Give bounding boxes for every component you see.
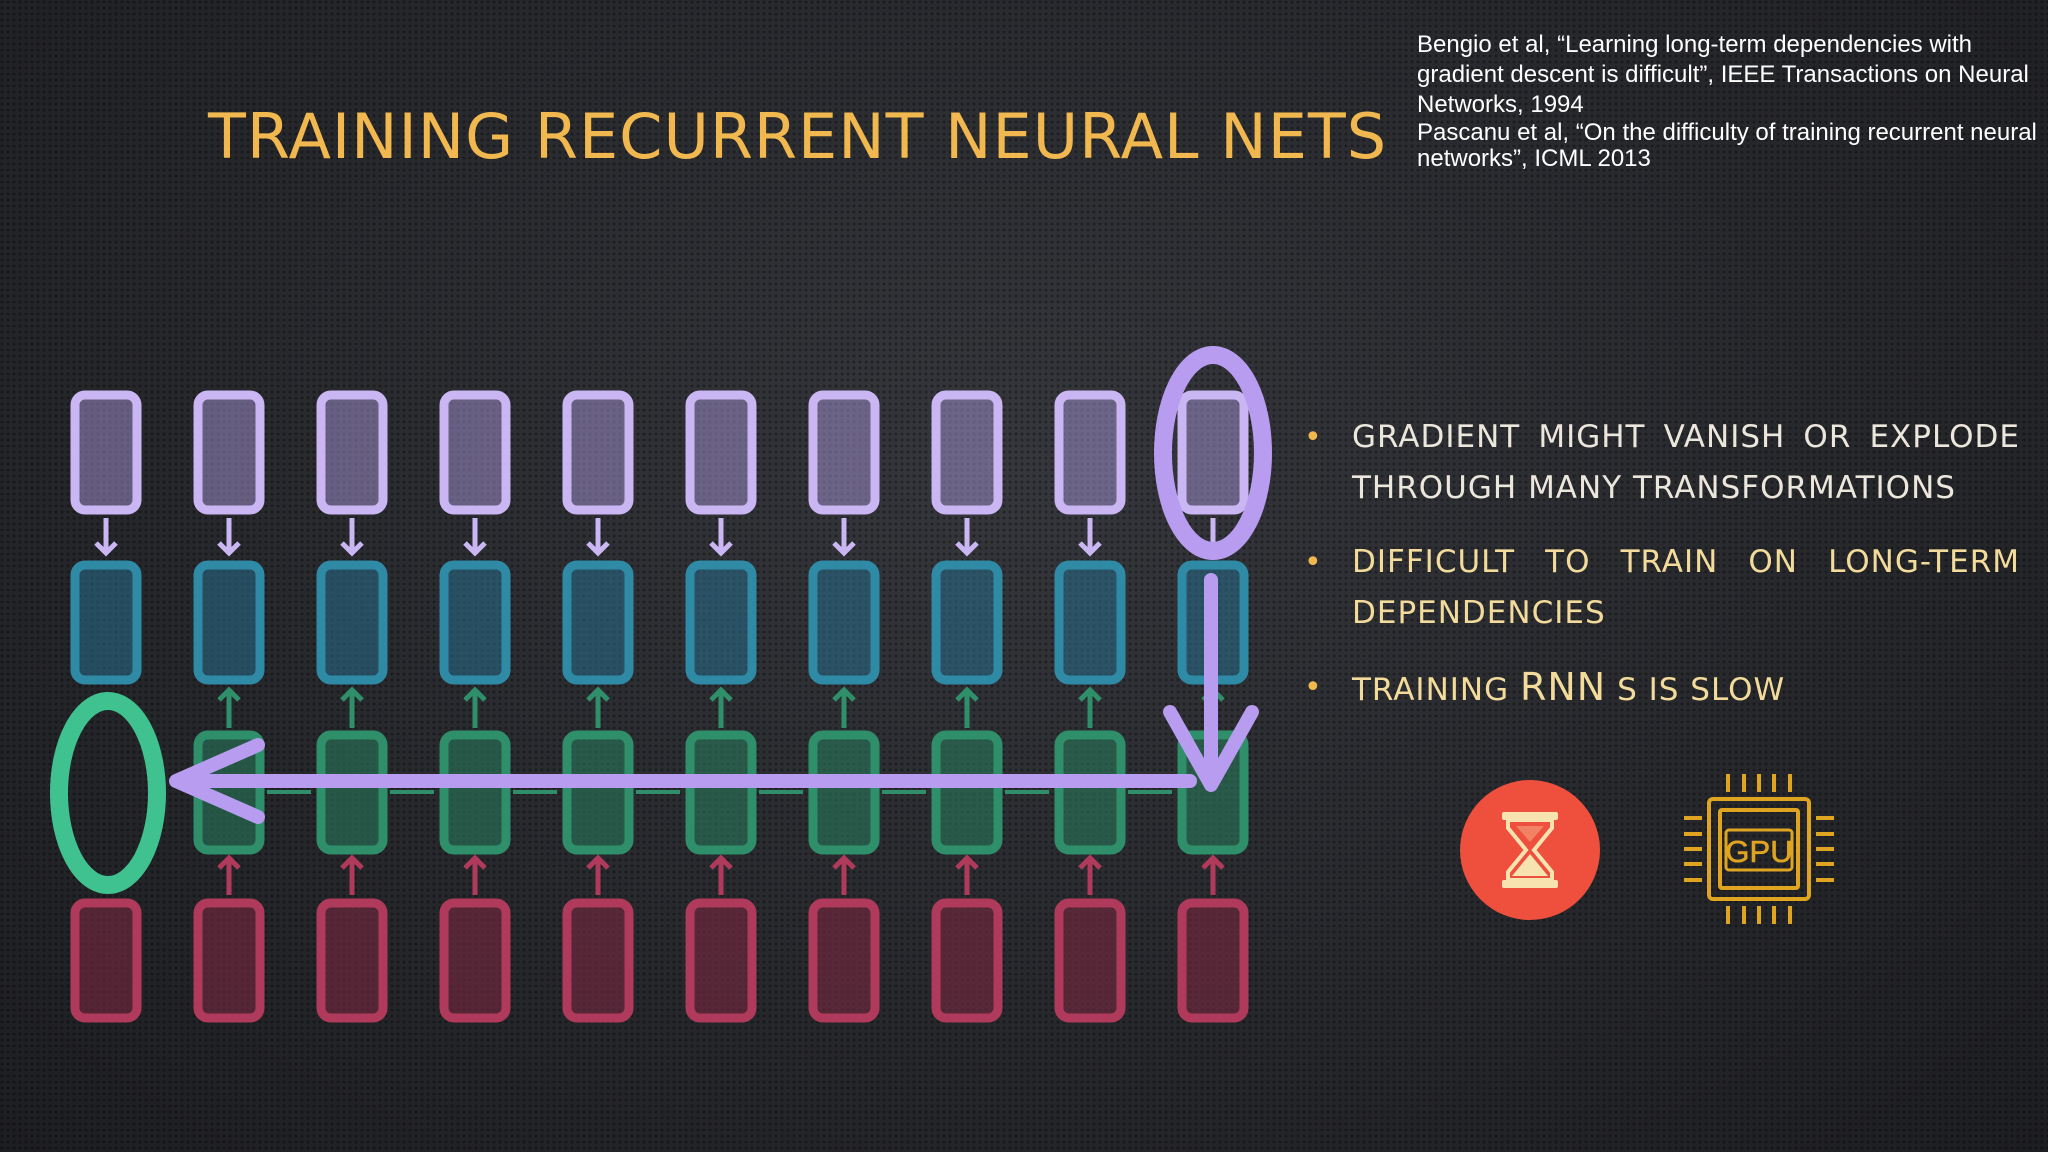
references: Bengio et al, “Learning long-term depend… [1417,30,2037,172]
output-cell [1177,390,1249,515]
bullet-marker: • [1304,420,1323,455]
up-arrow-icon [955,686,979,728]
bullet-list: • GRADIENT MIGHT VANISH OR EXPLODE THROU… [1300,412,2020,739]
state-cell [562,730,634,855]
state-cell [931,730,1003,855]
output-cell [1054,390,1126,515]
down-arrow-icon [586,518,610,557]
hidden-cell [439,560,511,685]
up-arrow-icon [586,686,610,728]
input-cell [439,898,511,1023]
state-cell [685,730,757,855]
up-arrow-icon [709,686,733,728]
hidden-cell [808,560,880,685]
up-arrow-icon [463,854,487,895]
up-arrow-icon [217,854,241,895]
up-arrow-icon [832,854,856,895]
hidden-cell [316,560,388,685]
bullet-item: • GRADIENT MIGHT VANISH OR EXPLODE THROU… [1300,412,2020,514]
highlight-end-ring [50,692,166,894]
bullet-marker: • [1304,545,1323,580]
output-cell [808,390,880,515]
down-arrow-icon [709,518,733,557]
input-cell [193,898,265,1023]
reference-bengio: Bengio et al, “Learning long-term depend… [1417,31,2029,118]
output-cell [316,390,388,515]
up-arrow-icon [1078,686,1102,728]
state-cell [316,730,388,855]
hidden-cell [1054,560,1126,685]
output-cell [685,390,757,515]
bullet-text-slow: TRAINING RNN S IS SLOW [1352,665,1786,709]
rnn-unrolled-diagram [50,346,1272,1023]
up-arrow-icon [463,686,487,728]
bullet-marker: • [1304,670,1323,705]
up-arrow-icon [217,686,241,728]
up-arrow-icon [1078,854,1102,895]
up-arrow-icon [340,686,364,728]
hidden-cell [70,560,142,685]
state-cell [1054,730,1126,855]
state-cell [808,730,880,855]
up-arrow-icon [832,686,856,728]
hidden-cell [685,560,757,685]
output-cell [931,390,1003,515]
hidden-cell [562,560,634,685]
input-cell [808,898,880,1023]
slide-title: TRAINING RECURRENT NEURAL NETS [208,100,1388,173]
down-arrow-icon [94,518,118,557]
down-arrow-icon [955,518,979,557]
input-cell [1054,898,1126,1023]
input-cell [931,898,1003,1023]
down-arrow-icon [340,518,364,557]
bullet-text-long-term: DIFFICULT TO TRAIN ON LONG-TERM DEPENDEN… [1352,544,2020,631]
input-cell [316,898,388,1023]
hourglass-icon [1460,780,1600,920]
output-cell [439,390,511,515]
gpu-chip-icon: GPU [1684,774,1834,924]
down-arrow-icon [463,518,487,557]
input-cell [562,898,634,1023]
up-arrow-icon [586,854,610,895]
bullet-item: • TRAINING RNN S IS SLOW [1300,662,2020,716]
output-cell [70,390,142,515]
output-cell [562,390,634,515]
hidden-cell [931,560,1003,685]
down-arrow-icon [1078,518,1102,557]
output-cell [193,390,265,515]
up-arrow-icon [1201,854,1225,895]
reference-pascanu: Pascanu et al, “On the difficulty of tra… [1417,119,2037,172]
left-arrowhead [169,738,265,824]
bullet-text-gradient: GRADIENT MIGHT VANISH OR EXPLODE THROUGH… [1352,419,2020,506]
down-arrowhead [1163,705,1259,792]
hidden-cell [193,560,265,685]
input-cell [70,898,142,1023]
state-cell [439,730,511,855]
input-cell [685,898,757,1023]
input-cell [1177,898,1249,1023]
up-arrow-icon [340,854,364,895]
down-arrow-icon [832,518,856,557]
up-arrow-icon [955,854,979,895]
up-arrow-icon [709,854,733,895]
highlight-start-ring [1154,346,1272,560]
gpu-label: GPU [1725,834,1792,869]
down-arrow-icon [217,518,241,557]
bullet-item: • DIFFICULT TO TRAIN ON LONG-TERM DEPEND… [1300,537,2020,639]
